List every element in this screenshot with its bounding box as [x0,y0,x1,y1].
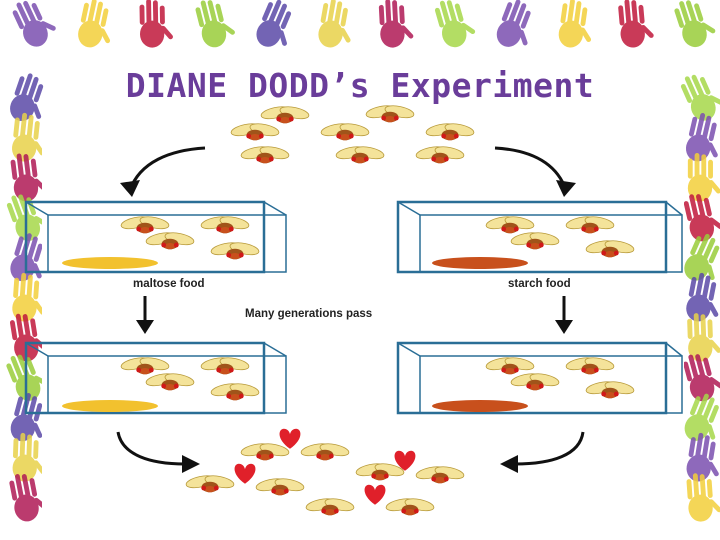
slide-title: DIANE DODD’s Experiment [125,66,595,105]
fruit-fly-icon [259,104,311,124]
fruit-fly-icon [564,355,616,375]
fruit-fly-icon [254,476,306,496]
parent-fly-population [229,103,476,164]
fruit-fly-icon [334,144,386,164]
fruit-fly-icon [199,214,251,234]
fly-group-maltose-1 [119,214,261,260]
starch-food-dish [432,400,528,412]
mating-preference-group [184,428,466,516]
fruit-fly-icon [304,496,356,516]
curved-arrow-icon [514,431,585,466]
generations-caption: Many generations pass [245,308,372,320]
fruit-fly-icon [144,230,196,250]
fruit-fly-icon [384,496,436,516]
fruit-fly-icon [209,240,261,260]
fruit-fly-icon [209,381,261,401]
arrowhead [500,455,518,473]
fruit-fly-icon [509,230,561,250]
heart-icon [279,428,301,449]
fruit-fly-icon [414,464,466,484]
curved-arrow-icon [116,431,186,466]
fruit-fly-icon [239,441,291,461]
fruit-fly-icon [239,144,291,164]
fruit-fly-icon [229,121,281,141]
heart-icon [234,463,256,484]
fruit-fly-icon [119,214,171,234]
maltose-tank-later [24,341,287,415]
fruit-fly-icon [509,371,561,391]
fruit-fly-icon [299,441,351,461]
starch-tank-initial [396,200,683,274]
maltose-food-dish [62,400,158,412]
fruit-fly-icon [319,121,371,141]
heart-icon [364,484,386,505]
arrowhead [120,180,140,197]
curved-arrow-icon [494,146,568,191]
fruit-fly-icon [584,379,636,399]
starch-food-label: starch food [508,278,571,290]
fly-group-starch-2 [484,355,636,399]
starch-food-dish [432,257,528,269]
down-arrow-icon [555,296,573,334]
fruit-fly-icon [119,355,171,375]
fruit-fly-icon [144,371,196,391]
fruit-fly-icon [414,144,466,164]
fruit-fly-icon [584,238,636,258]
starch-tank-later [396,341,683,415]
fruit-fly-icon [354,461,406,481]
maltose-food-dish [62,257,158,269]
fruit-fly-icon [184,473,236,493]
fruit-fly-icon [564,214,616,234]
fruit-fly-icon [484,214,536,234]
fruit-fly-icon [484,355,536,375]
arrowhead [556,180,576,197]
fruit-fly-icon [199,355,251,375]
fly-group-starch-1 [484,214,636,258]
fly-group-maltose-2 [119,355,261,401]
maltose-food-label: maltose food [133,278,205,290]
down-arrow-icon [136,296,154,334]
diagram-panel [42,112,684,522]
maltose-tank-initial [24,200,287,274]
arrowhead [182,455,200,473]
curved-arrow-icon [128,146,206,191]
fruit-fly-icon [364,103,416,123]
fruit-fly-icon [424,121,476,141]
